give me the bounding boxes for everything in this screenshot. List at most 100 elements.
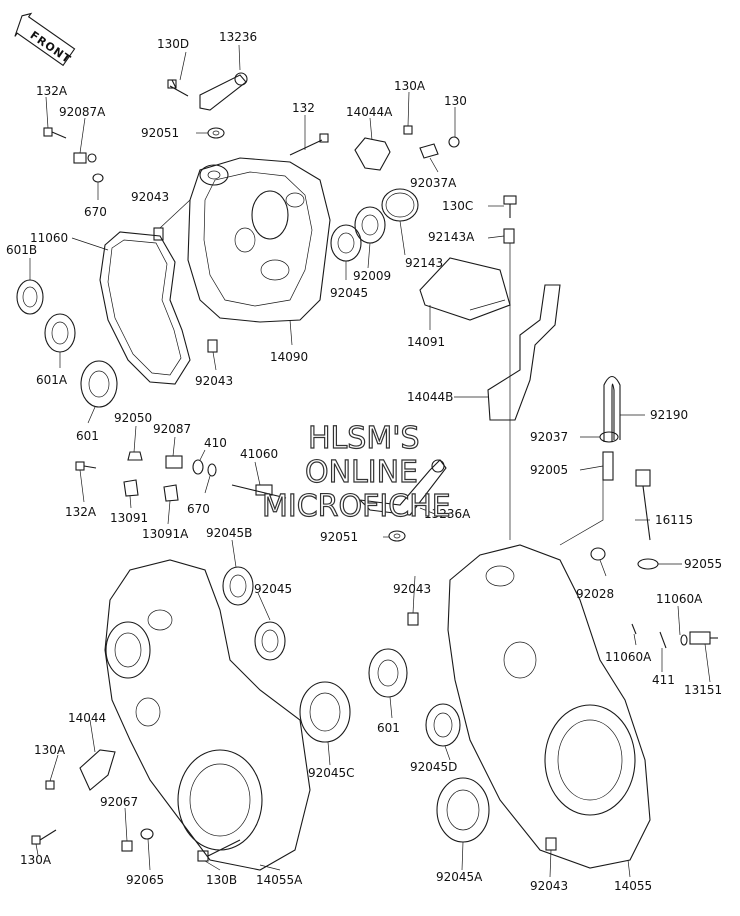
front-arrow-icon: FRONT <box>14 12 76 66</box>
label-130A-l: 130A <box>34 743 66 757</box>
watermark-line3: MICROFICHE <box>262 489 451 524</box>
label-132A-top: 132A <box>36 84 68 98</box>
label-92143: 92143 <box>405 256 443 270</box>
label-130A-bot: 130A <box>20 853 52 867</box>
label-92009: 92009 <box>353 269 391 283</box>
plate-13091 <box>123 479 139 497</box>
leader-lines <box>29 44 711 878</box>
label-14055: 14055 <box>614 879 652 893</box>
label-132: 132 <box>292 101 315 115</box>
bearing-92045B <box>222 566 254 606</box>
label-130A-top: 130A <box>394 79 426 93</box>
upper-cover-14090 <box>187 157 331 323</box>
label-13236: 13236 <box>219 30 257 44</box>
plug-92067 <box>121 840 133 852</box>
shaft-41060 <box>231 484 287 499</box>
bearing-601-top <box>80 360 118 408</box>
part-labels: 130D 13236 132A 92087A 92051 132 14044A … <box>6 30 722 893</box>
oring-92055 <box>637 558 659 570</box>
bearing-601B <box>16 279 44 315</box>
bearing-601-low <box>368 648 408 698</box>
dowel-92043-r <box>407 612 419 626</box>
label-670-mid: 670 <box>187 502 210 516</box>
washer-92051-mid <box>388 530 406 542</box>
label-411: 411 <box>652 673 675 687</box>
ring-92143 <box>381 188 419 222</box>
label-13236A: 13236A <box>424 507 471 521</box>
right-case-14055 <box>447 544 651 869</box>
label-14044: 14044 <box>68 711 106 725</box>
bracket-14044A <box>354 137 391 171</box>
label-92087: 92087 <box>153 422 191 436</box>
label-92050: 92050 <box>114 411 152 425</box>
bolt-130C <box>503 195 517 218</box>
bolt-130A-l <box>45 780 55 790</box>
label-11060A-a: 11060A <box>656 592 703 606</box>
watermark: HLSM'S ONLINE MICROFICHE <box>261 420 451 524</box>
label-130D: 130D <box>157 37 189 51</box>
bearing-92045-mid <box>254 621 286 661</box>
sensor-13151 <box>689 631 718 645</box>
label-132A-mid: 132A <box>65 505 97 519</box>
oring-670-top <box>92 173 104 183</box>
bolt-132A-top <box>43 127 67 139</box>
label-601B: 601B <box>6 243 37 257</box>
label-14055A: 14055A <box>256 873 303 887</box>
washer-92051-top <box>207 127 225 139</box>
label-92005: 92005 <box>530 463 568 477</box>
label-92190: 92190 <box>650 408 688 422</box>
label-601-top: 601 <box>76 429 99 443</box>
bracket-14044 <box>79 749 116 791</box>
label-92045-top: 92045 <box>330 286 368 300</box>
shift-arm-13236A <box>358 459 447 516</box>
label-92037A: 92037A <box>410 176 457 190</box>
label-601-low: 601 <box>377 721 400 735</box>
bolt-130D <box>167 79 189 97</box>
bearing-92045D <box>425 703 461 747</box>
fitting-92005 <box>602 451 614 481</box>
label-92067: 92067 <box>100 795 138 809</box>
oring-670-mid <box>207 463 217 477</box>
nut-92050 <box>127 451 143 461</box>
label-92043-mid: 92043 <box>195 374 233 388</box>
watermark-line1: HLSM'S <box>308 421 420 456</box>
spacer-92143A <box>503 228 515 244</box>
label-92045B: 92045B <box>206 526 252 540</box>
label-16115: 16115 <box>655 513 693 527</box>
cap-130 <box>448 136 460 148</box>
label-92043-r: 92043 <box>393 582 431 596</box>
label-14044A: 14044A <box>346 105 393 119</box>
dowel-92043-top <box>153 227 164 241</box>
label-92045D: 92045D <box>410 760 457 774</box>
dipstick-16115 <box>635 469 651 541</box>
label-92065: 92065 <box>126 873 164 887</box>
fitting-92087 <box>165 455 183 469</box>
label-41060: 41060 <box>240 447 278 461</box>
label-92045-mid: 92045 <box>254 582 292 596</box>
washer-92065 <box>140 828 154 840</box>
label-92043-top: 92043 <box>131 190 169 204</box>
clip-92037A <box>419 143 439 159</box>
label-92028: 92028 <box>576 587 614 601</box>
label-130C: 130C <box>442 199 473 213</box>
bolt-130B <box>197 839 241 862</box>
bolt-130A-top <box>403 125 413 135</box>
label-14044B: 14044B <box>407 390 453 404</box>
watermark-line2: ONLINE <box>305 455 418 490</box>
bracket-14044B <box>487 284 561 421</box>
pin-11060A-a <box>631 623 637 635</box>
bearing-92045A <box>436 777 490 843</box>
ring-11060A-b <box>680 634 688 646</box>
label-670-top: 670 <box>84 205 107 219</box>
spacer-92028 <box>590 547 606 561</box>
label-92045A: 92045A <box>436 870 483 884</box>
label-92037: 92037 <box>530 430 568 444</box>
clamp-92037 <box>599 431 619 443</box>
gasket-11060 <box>99 231 191 385</box>
shift-arm-13236 <box>199 72 248 111</box>
label-92055: 92055 <box>684 557 722 571</box>
bearing-601A <box>44 313 76 353</box>
label-92051-top: 92051 <box>141 126 179 140</box>
label-92045C: 92045C <box>308 766 355 780</box>
label-11060A-b: 11060A <box>605 650 652 664</box>
